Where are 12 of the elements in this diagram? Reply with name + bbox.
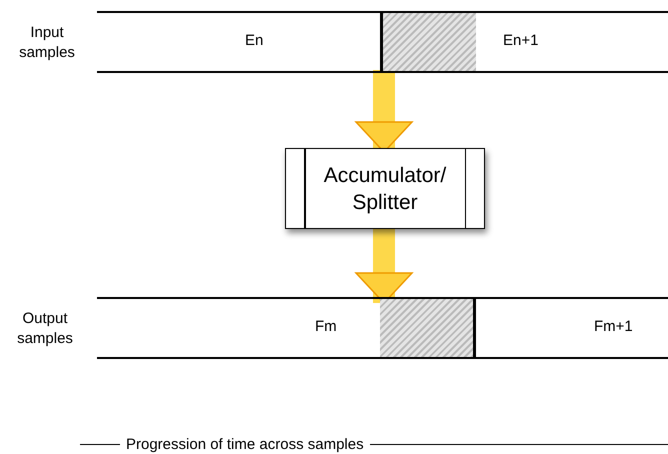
box-label: Accumulator/ Splitter: [322, 162, 448, 216]
sample-label: Fm: [315, 318, 337, 335]
row-label: Output samples: [16, 309, 74, 349]
axis-caption: Progression of time across samples: [126, 436, 364, 453]
hatched-overlap: [380, 299, 474, 357]
row-label: Input samples: [18, 23, 76, 63]
hatched-overlap: [382, 13, 476, 71]
sample-label: En: [245, 32, 264, 49]
process-box: [285, 148, 485, 229]
block-arrow: [355, 228, 413, 304]
sample-label: En+1: [503, 32, 538, 49]
sample-label: Fm+1: [594, 318, 633, 335]
